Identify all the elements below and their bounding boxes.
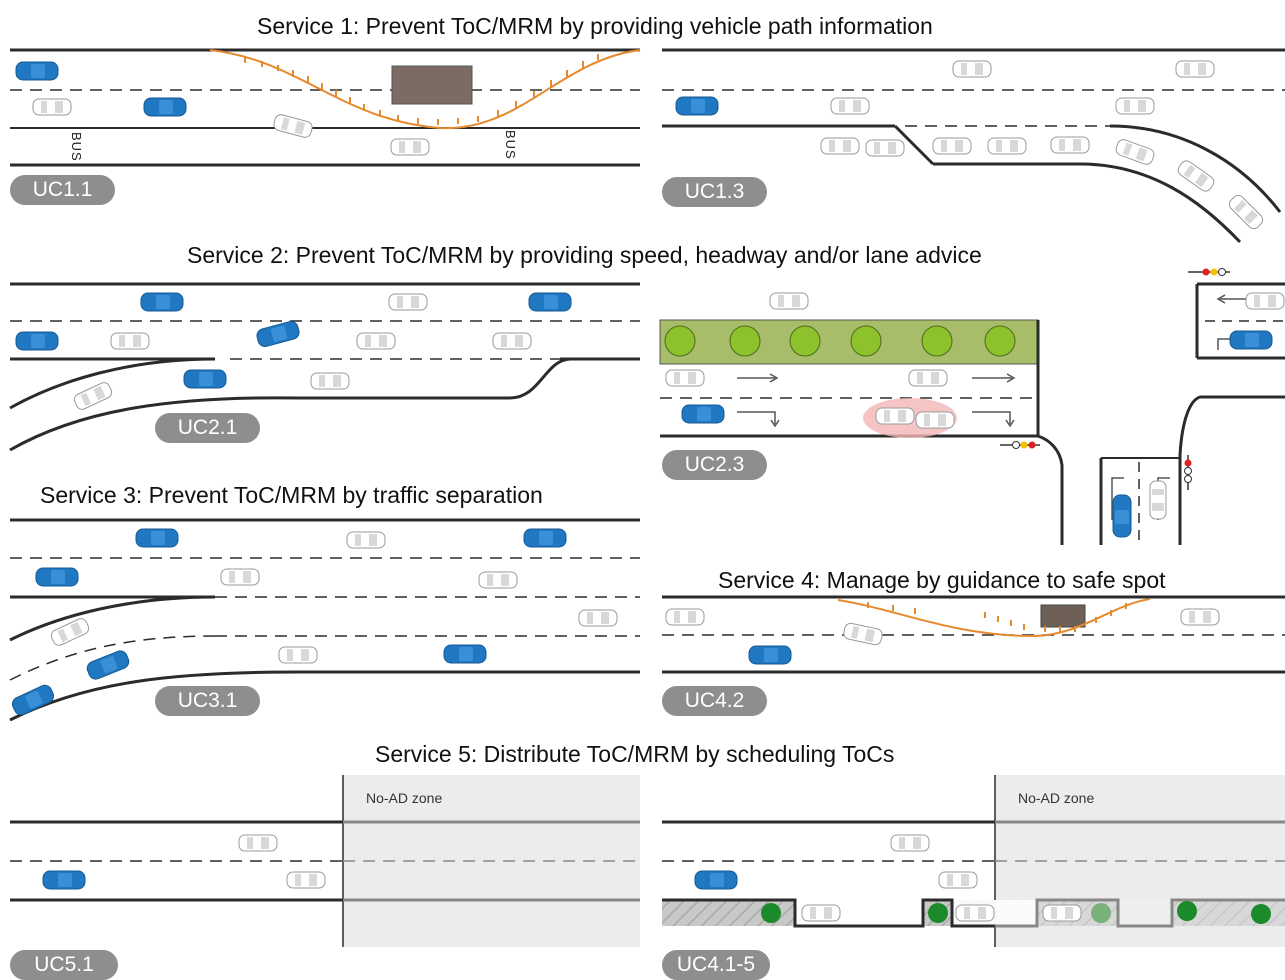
uc1-1-scene	[10, 48, 641, 167]
uc2-1-scene	[9, 282, 640, 452]
obstacle	[391, 65, 473, 105]
uc-badge: UC3.1	[155, 686, 260, 716]
bus-stop-label: BUS	[69, 132, 84, 162]
bus-stop-label: BUS	[503, 130, 518, 160]
service-5-title: Service 5: Distribute ToC/MRM by schedul…	[375, 741, 895, 767]
traffic-light-icon	[1184, 455, 1192, 490]
vehicle-path	[837, 598, 1151, 638]
vehicle-path	[209, 49, 641, 130]
no-ad-zone-label: No-AD zone	[1018, 790, 1095, 806]
uc-badge: UC4.2	[662, 686, 767, 716]
uc1-3-scene	[662, 48, 1285, 244]
uc-badge: UC2.3	[662, 450, 767, 480]
bush-icon	[761, 901, 1271, 924]
service-2-title: Service 2: Prevent ToC/MRM by providing …	[187, 242, 982, 268]
uc5-1-scene	[10, 775, 640, 947]
traffic-light-icon	[1000, 441, 1040, 449]
uc-badge: UC1.1	[10, 175, 115, 205]
uc-badge: UC1.3	[662, 177, 767, 207]
uc-badge: UC4.1-5	[662, 950, 770, 980]
uc-badge: UC5.1	[10, 950, 118, 980]
uc3-1-scene	[9, 518, 640, 722]
uc4-2-scene	[662, 595, 1285, 674]
median-grass	[659, 319, 1039, 365]
service-1-title: Service 1: Prevent ToC/MRM by providing …	[257, 13, 933, 39]
obstacle	[1040, 604, 1086, 628]
no-ad-zone-label: No-AD zone	[366, 790, 443, 806]
service-4-title: Service 4: Manage by guidance to safe sp…	[718, 567, 1166, 593]
uc4-1-5-scene	[662, 775, 1285, 947]
uc-badge: UC2.1	[155, 413, 260, 443]
service-3-title: Service 3: Prevent ToC/MRM by traffic se…	[40, 482, 543, 508]
traffic-light-icon	[1188, 268, 1230, 276]
uc2-3-scene	[659, 268, 1285, 545]
